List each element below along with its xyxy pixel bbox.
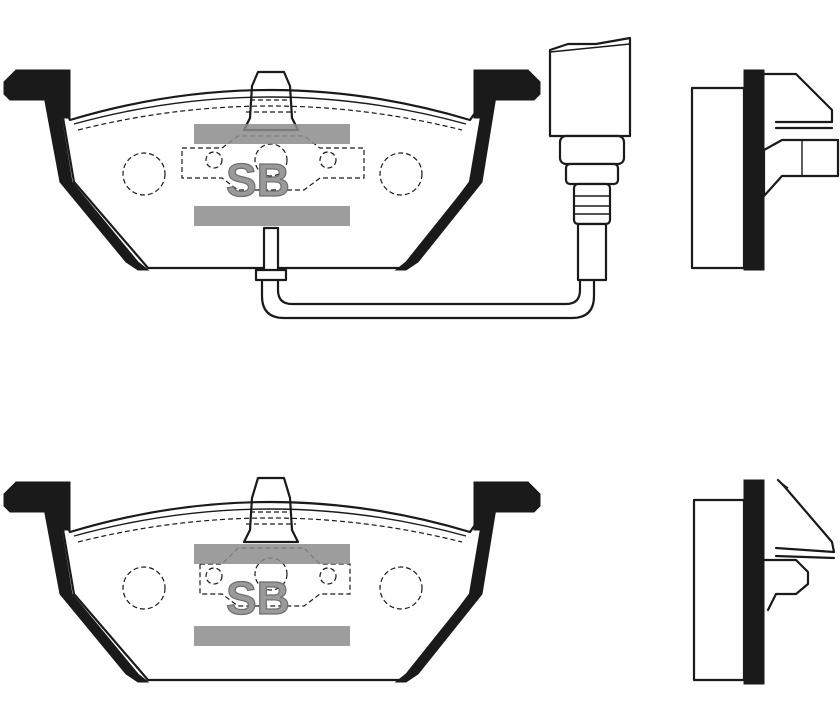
sensor-pin [262,226,280,274]
friction-pad-outline [58,88,486,270]
watermark-text-bottom: SB [226,572,290,624]
pad-side-view-bottom [692,478,836,685]
sensor-plug-side [762,138,840,198]
backing-plate-side [743,69,765,271]
pad-front-view-bottom: SB [3,476,541,683]
center-tab [242,476,300,544]
backing-plate-side [743,479,765,685]
locating-hole-right [379,152,423,196]
center-tab [242,70,300,132]
spring-clip-side [762,72,834,130]
pad-front-view-top: SB [3,36,632,320]
spring-clip-side [774,478,836,560]
pad-side-view-top [690,69,840,271]
retaining-clip-side [762,558,810,612]
locating-hole-left [122,152,166,196]
locating-hole-right [379,566,423,610]
locating-hole-left [122,566,166,610]
sensor-wire [260,270,596,320]
sensor-plug [548,36,632,138]
friction-block-side [690,86,746,270]
backing-plate-edge [43,95,150,271]
watermark-text-top: SB [226,154,290,206]
friction-block-side [692,498,746,682]
friction-pad-outline [58,500,486,682]
